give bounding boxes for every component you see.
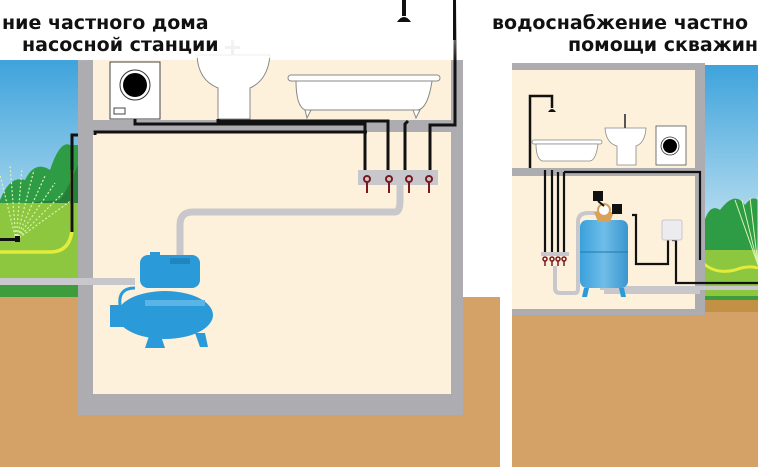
bush-icon (700, 198, 758, 255)
cold-water-pipes (543, 170, 758, 285)
garden-hose (700, 260, 758, 273)
sprinkler-spray-icon (0, 164, 73, 241)
control-box-icon (661, 219, 683, 241)
manifold-icon (358, 170, 438, 193)
washing-machine-icon (655, 125, 687, 166)
pump-station-icon (110, 252, 213, 348)
bathtub-icon (531, 139, 603, 162)
supply-pipe (176, 185, 404, 260)
washing-machine-icon (109, 61, 161, 120)
lawn (700, 250, 758, 300)
right-caption-line1: водоснабжение частно (492, 12, 749, 34)
left-caption-line1: ние частного дома (2, 12, 209, 34)
panel-divider (500, 0, 512, 467)
cold-water-pipes (93, 0, 457, 170)
sprinkler-spray-icon (734, 196, 758, 266)
right-panel (512, 0, 758, 467)
manifold-icon (541, 252, 569, 266)
sprinkler-icon (0, 238, 18, 241)
bathtub-icon (287, 74, 441, 120)
soil (512, 300, 758, 467)
expansion-tank-icon (580, 203, 628, 297)
left-caption-line2: насосной станции (22, 34, 219, 56)
pressure-switch-icon (593, 191, 622, 214)
right-caption-line2: помощи скважин (568, 34, 758, 56)
shower-head-icon (528, 94, 556, 168)
sink-icon (604, 114, 647, 166)
left-panel (0, 0, 500, 467)
